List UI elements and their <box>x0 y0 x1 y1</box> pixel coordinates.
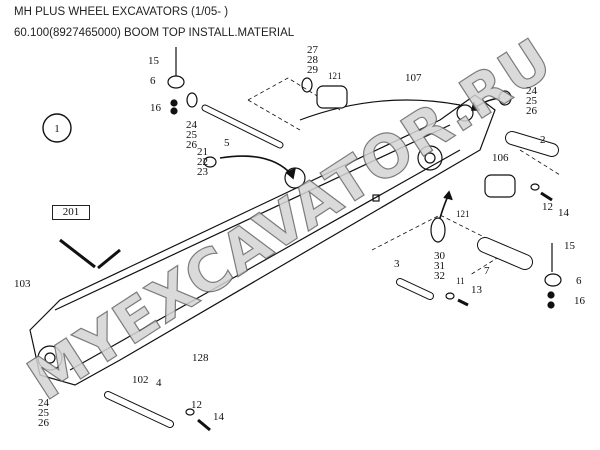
callout: 4 <box>156 377 162 389</box>
callout: 6 <box>150 75 156 87</box>
callout: 15 <box>564 240 575 252</box>
callout: 121 <box>328 71 342 81</box>
callout: 14 <box>558 207 569 219</box>
callout: 121 <box>456 209 470 219</box>
callout: 107 <box>405 72 422 84</box>
callout: 2 <box>540 134 546 146</box>
install-arrows <box>219 97 501 219</box>
callout: 24 25 26 <box>526 85 537 117</box>
callout: 106 <box>492 152 509 164</box>
view-number: 1 <box>54 123 60 135</box>
callout: 128 <box>192 352 209 364</box>
callout: 7 <box>484 265 490 277</box>
callout: 11 <box>456 276 465 286</box>
callout: 24 25 26 <box>38 397 49 429</box>
callout: 16 <box>574 295 585 307</box>
callout: 102 <box>132 374 149 386</box>
callout: 13 <box>471 284 482 296</box>
callout: 30 31 32 <box>434 250 445 282</box>
callout: 6 <box>576 275 582 287</box>
group-box-label: 201 <box>52 205 90 220</box>
parts <box>59 47 562 432</box>
callout: 12 <box>542 201 553 213</box>
callout: 16 <box>150 102 161 114</box>
page-subtitle: 60.100(8927465000) BOOM TOP INSTALL.MATE… <box>14 27 295 39</box>
callout: 3 <box>394 258 400 270</box>
callout: 24 25 26 <box>186 119 197 151</box>
catalog-title: MH PLUS WHEEL EXCAVATORS (1/05- ) <box>14 6 229 18</box>
callout: 12 <box>191 399 202 411</box>
callout: 27 28 29 <box>307 44 318 76</box>
callout: 14 <box>213 411 224 423</box>
boom-arm <box>29 94 496 386</box>
assembly-guides <box>247 77 561 276</box>
view-circle <box>42 113 72 143</box>
callout: 21 22 23 <box>197 146 208 178</box>
callout: 15 <box>148 55 159 67</box>
callout: 103 <box>14 278 31 290</box>
callout: 5 <box>224 137 230 149</box>
